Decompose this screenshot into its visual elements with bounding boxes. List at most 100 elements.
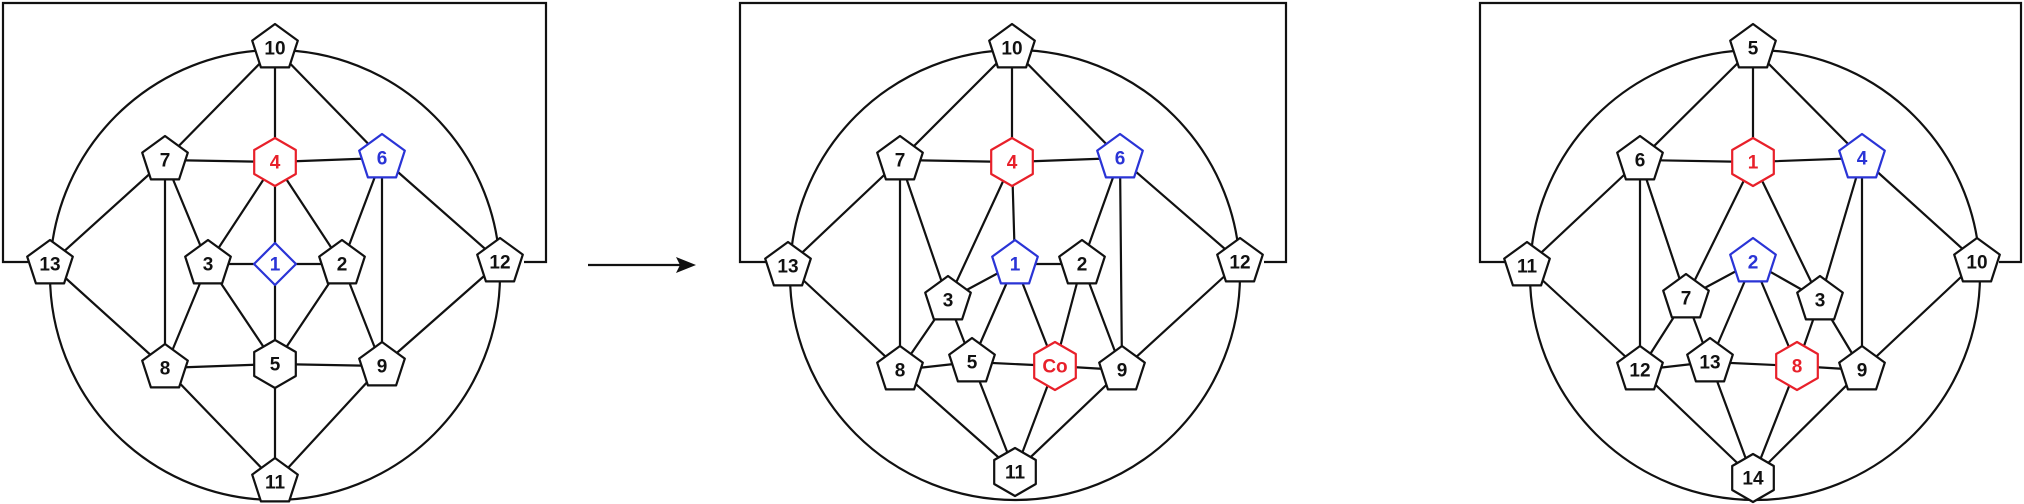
face-11: 11 xyxy=(251,456,299,503)
face-label: 4 xyxy=(1857,149,1868,170)
face-10: 10 xyxy=(251,22,299,69)
face-shape xyxy=(1731,136,1775,188)
edge-12-9 xyxy=(1120,260,1242,372)
face-shape xyxy=(948,336,996,383)
edge-10-7 xyxy=(163,46,277,162)
face-shape xyxy=(251,456,299,503)
face-label: 7 xyxy=(1681,289,1692,310)
face-11: 11 xyxy=(993,446,1037,498)
edge-5-4 xyxy=(1751,46,1864,160)
face-14: 14 xyxy=(1731,452,1775,504)
edge-6-7 xyxy=(1638,158,1688,300)
outer-frame xyxy=(1478,1,2023,264)
face-label: 14 xyxy=(1742,469,1764,490)
face-3: 3 xyxy=(924,274,972,321)
face-6: 6 xyxy=(358,132,406,179)
edge-8-11 xyxy=(163,366,277,484)
face-label: 2 xyxy=(1748,253,1759,274)
face-label: 10 xyxy=(264,39,285,60)
face-shape xyxy=(26,238,74,285)
face-label: 2 xyxy=(1077,255,1088,276)
edge-7-13 xyxy=(786,158,902,268)
face-5: 5 xyxy=(253,338,297,390)
edge-4-10 xyxy=(1860,156,1979,264)
face-4: 4 xyxy=(1838,132,1886,179)
edge-10-9 xyxy=(1860,260,1979,372)
face-shape xyxy=(358,340,406,387)
outer-frame xyxy=(738,1,1288,264)
face-shape xyxy=(1729,22,1777,69)
edge-10-6 xyxy=(273,46,384,160)
edge-1-7 xyxy=(1684,160,1755,300)
face-8: 8 xyxy=(1775,340,1819,392)
face-shape xyxy=(1838,344,1886,391)
face-label: 5 xyxy=(270,355,281,376)
edge-9-11 xyxy=(1013,368,1124,474)
face-label: 13 xyxy=(777,257,798,278)
face-7: 7 xyxy=(876,134,924,181)
face-shape xyxy=(1033,340,1077,392)
face-label: Co xyxy=(1042,357,1067,378)
face-shape xyxy=(993,446,1037,498)
edge-5-6 xyxy=(1638,46,1755,162)
face-Co: Co xyxy=(1033,340,1077,392)
face-label: 3 xyxy=(1815,291,1826,312)
face-label: 11 xyxy=(1005,463,1026,484)
edge-6-12 xyxy=(1118,156,1242,264)
face-label: 3 xyxy=(943,291,954,312)
face-shape xyxy=(1729,236,1777,283)
face-4: 4 xyxy=(253,136,297,188)
face-6: 6 xyxy=(1616,134,1664,181)
face-5: 5 xyxy=(948,336,996,383)
face-label: 8 xyxy=(895,361,906,382)
face-shape xyxy=(476,236,524,283)
face-shape xyxy=(1058,238,1106,285)
face-13: 13 xyxy=(26,238,74,285)
face-label: 4 xyxy=(1007,153,1018,174)
edge-6-12 xyxy=(380,156,502,264)
face-11: 11 xyxy=(1503,240,1551,287)
face-8: 8 xyxy=(876,344,924,391)
face-shape xyxy=(253,136,297,188)
face-label: 1 xyxy=(1010,255,1021,276)
face-label: 5 xyxy=(967,353,978,374)
edge-13-8 xyxy=(48,262,167,370)
reaction-arrow xyxy=(588,257,696,273)
face-label: 1 xyxy=(270,255,281,276)
edge-13-8 xyxy=(786,264,902,372)
edge-11-12 xyxy=(1525,264,1642,372)
face-label: 9 xyxy=(1857,361,1868,382)
face-9: 9 xyxy=(1098,344,1146,391)
face-shape xyxy=(1616,134,1664,181)
edge-6-9 xyxy=(1118,156,1124,372)
face-label: 7 xyxy=(895,151,906,172)
face-shape xyxy=(1096,132,1144,179)
face-9: 9 xyxy=(358,340,406,387)
face-shape xyxy=(1775,340,1819,392)
face-shape xyxy=(251,22,299,69)
face-1: 1 xyxy=(991,238,1039,285)
face-shape xyxy=(991,238,1039,285)
face-label: 7 xyxy=(160,151,171,172)
face-shape xyxy=(1796,274,1844,321)
face-shape xyxy=(1838,132,1886,179)
face-shape xyxy=(1503,240,1551,287)
edge-4-3 xyxy=(1818,156,1864,302)
face-6: 6 xyxy=(1096,132,1144,179)
face-label: 11 xyxy=(1517,257,1538,278)
edge-10-7 xyxy=(898,46,1014,162)
face-label: 10 xyxy=(1001,39,1022,60)
edge-9-14 xyxy=(1751,368,1864,480)
face-label: 4 xyxy=(270,153,281,174)
face-12: 12 xyxy=(1616,344,1664,391)
face-label: 3 xyxy=(203,255,214,276)
face-shape xyxy=(1216,236,1264,283)
face-label: 1 xyxy=(1748,153,1759,174)
face-4: 4 xyxy=(990,136,1034,188)
face-shape xyxy=(358,132,406,179)
edge-8-11 xyxy=(898,368,1017,474)
